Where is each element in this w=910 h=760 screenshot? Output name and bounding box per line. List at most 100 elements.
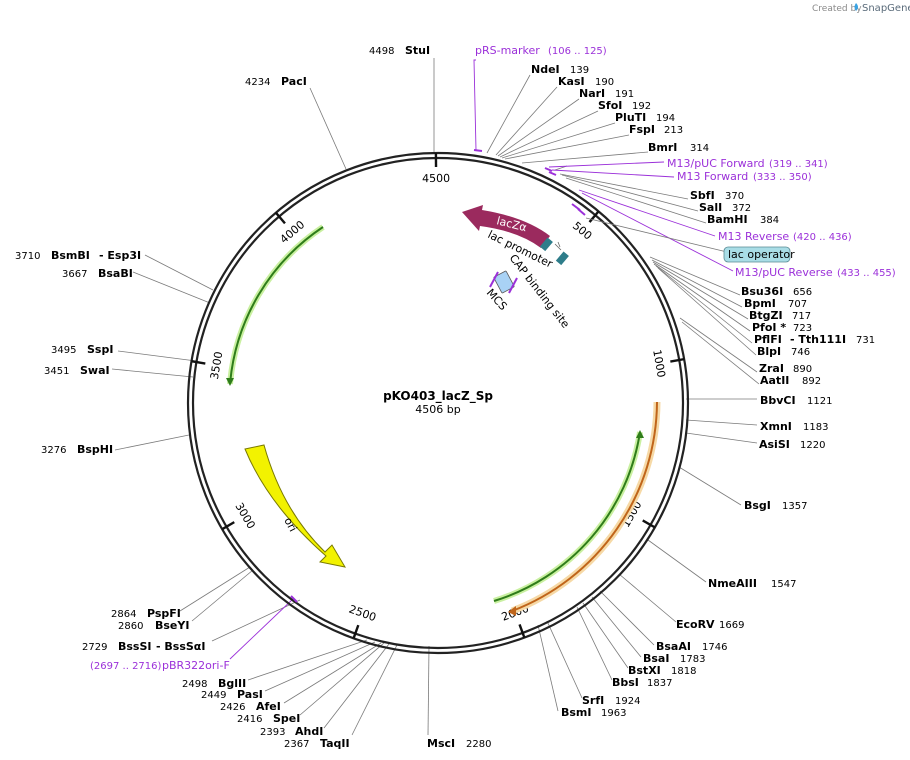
enzyme-name: PflFI — [754, 333, 782, 346]
enzyme-pos: 191 — [615, 89, 634, 100]
enzyme-name: PasI — [237, 688, 263, 701]
enzyme-pos: 892 — [802, 376, 821, 387]
enzyme-name: BbvCI — [760, 394, 796, 407]
enzyme-pos: 2864 — [111, 609, 136, 620]
green-arrow-left-glow — [227, 224, 325, 385]
primer-name: M13/pUC Forward — [667, 157, 765, 170]
ruler-tick-label: 4500 — [422, 172, 450, 185]
enzyme-name: AsiSI — [759, 438, 790, 451]
lacz-feature: lacZα — [462, 205, 550, 248]
promoter-arrow-icon — [554, 241, 562, 251]
enzyme-name: BssSI — [118, 640, 152, 653]
ruler-tick-label: 3000 — [232, 500, 257, 531]
ori-label: ori — [281, 515, 299, 534]
enzyme-pos: 1924 — [615, 696, 640, 707]
lac-operator-label: lac operator — [728, 248, 795, 261]
snapgene-logo-icon — [854, 3, 858, 11]
enzyme-pos: 731 — [856, 335, 875, 346]
ruler-tick — [274, 211, 286, 225]
ruler-tick — [670, 357, 685, 363]
enzyme-name: BtgZI — [749, 309, 783, 322]
enzyme-pos: 1357 — [782, 501, 807, 512]
enzyme-name: BpmI — [744, 297, 776, 310]
plasmid-name: pKO403_lacZ_Sp — [383, 389, 493, 404]
enzyme-pos: 707 — [788, 299, 807, 310]
enzyme-pos: 1183 — [803, 422, 828, 433]
enzyme-pos: 1746 — [702, 642, 727, 653]
enzyme-pos: 192 — [632, 101, 651, 112]
ruler-tick — [191, 360, 206, 365]
primer-name: M13 Forward — [677, 170, 748, 183]
enzyme-name: MscI — [427, 737, 455, 750]
enzyme-pos: 194 — [656, 113, 675, 124]
plasmid-size: 4506 bp — [415, 403, 460, 416]
enzyme-pos: 3710 — [15, 251, 40, 262]
enzyme-name: AatII — [760, 374, 789, 387]
enzyme-pos: 1669 — [719, 620, 744, 631]
enzyme-name: NarI — [579, 87, 605, 100]
mcs-box — [493, 270, 515, 294]
lac-operator-badge: lac operator — [585, 217, 795, 263]
lac-operator-box — [723, 246, 791, 263]
enzyme-name: PfoI * — [752, 321, 786, 334]
enzyme-name: NmeAIII — [708, 577, 757, 590]
enzyme-pos: 370 — [725, 191, 744, 202]
mcs-primer-mark-right — [508, 277, 518, 294]
primer-marks — [290, 149, 586, 603]
enzyme-name: BsaAI — [656, 640, 691, 653]
enzyme-name: TaqII — [320, 737, 350, 750]
credit-prefix: Created by — [812, 4, 862, 14]
ori-arrow — [244, 444, 347, 568]
orange-arrow — [511, 401, 658, 612]
primer-range: (319 .. 341) — [769, 159, 828, 170]
enzyme-name: BlpI — [757, 345, 781, 358]
ruler-tick — [221, 521, 235, 531]
enzyme-pos: 3495 — [51, 345, 76, 356]
enzyme-name: BspHI — [77, 443, 113, 456]
primer-range: (420 .. 436) — [793, 232, 852, 243]
enzyme-pos: 723 — [793, 323, 812, 334]
enzyme-pos: 2367 — [284, 739, 309, 750]
enzyme-pos: 1220 — [800, 440, 825, 451]
enzyme-pos: 1837 — [647, 678, 672, 689]
green-arrow-right-head-icon — [636, 430, 644, 438]
enzyme-pos: 2393 — [260, 727, 285, 738]
ruler-tick-label: 500 — [570, 219, 594, 242]
enzyme-name: SalI — [699, 201, 722, 214]
green-arrow-right — [493, 431, 641, 602]
enzyme-name: EcoRV — [676, 618, 715, 631]
primer-name: pBR322ori-F — [162, 659, 230, 672]
enzyme-pos: 2416 — [237, 714, 262, 725]
mcs-primer-mark-left — [489, 271, 499, 288]
enzyme-name: AfeI — [256, 700, 281, 713]
enzyme-pos: 2729 — [82, 642, 107, 653]
enzyme-name: BsmI — [561, 706, 592, 719]
ori-feature: ori — [244, 444, 347, 568]
enzyme-pos: 656 — [793, 287, 812, 298]
backbone-outer — [186, 151, 690, 655]
enzyme-name: SfoI — [598, 99, 622, 112]
enzyme-name-alt: - Esp3I — [99, 249, 141, 262]
primer-name: pRS-marker — [475, 44, 540, 57]
enzyme-name: SpeI — [273, 712, 300, 725]
primer-range: (433 .. 455) — [837, 268, 896, 279]
green-arrow-left-head-icon — [226, 378, 234, 386]
enzyme-name-alt: - BssSαI — [156, 640, 205, 653]
enzyme-name: KasI — [558, 75, 585, 88]
enzyme-name: BsgI — [744, 499, 771, 512]
enzyme-name: AhdI — [295, 725, 323, 738]
lacz-arrow — [462, 205, 550, 248]
enzyme-pos: 190 — [595, 77, 614, 88]
enzyme-pos: 1783 — [680, 654, 705, 665]
enzyme-pos: 2449 — [201, 690, 226, 701]
enzyme-name: Bsu36I — [741, 285, 783, 298]
enzyme-pos: 1963 — [601, 708, 626, 719]
cap-site-box — [555, 251, 569, 266]
enzyme-pos: 3451 — [44, 366, 69, 377]
enzyme-name: BamHI — [707, 213, 748, 226]
snapgene-credit: Created by SnapGene — [812, 3, 910, 14]
primer-name: M13 Reverse — [718, 230, 789, 243]
enzyme-labels: 4498 StuI 4234 PacI NdeI 139 KasI 190 Na… — [15, 44, 875, 750]
primer-leaders — [229, 59, 734, 660]
